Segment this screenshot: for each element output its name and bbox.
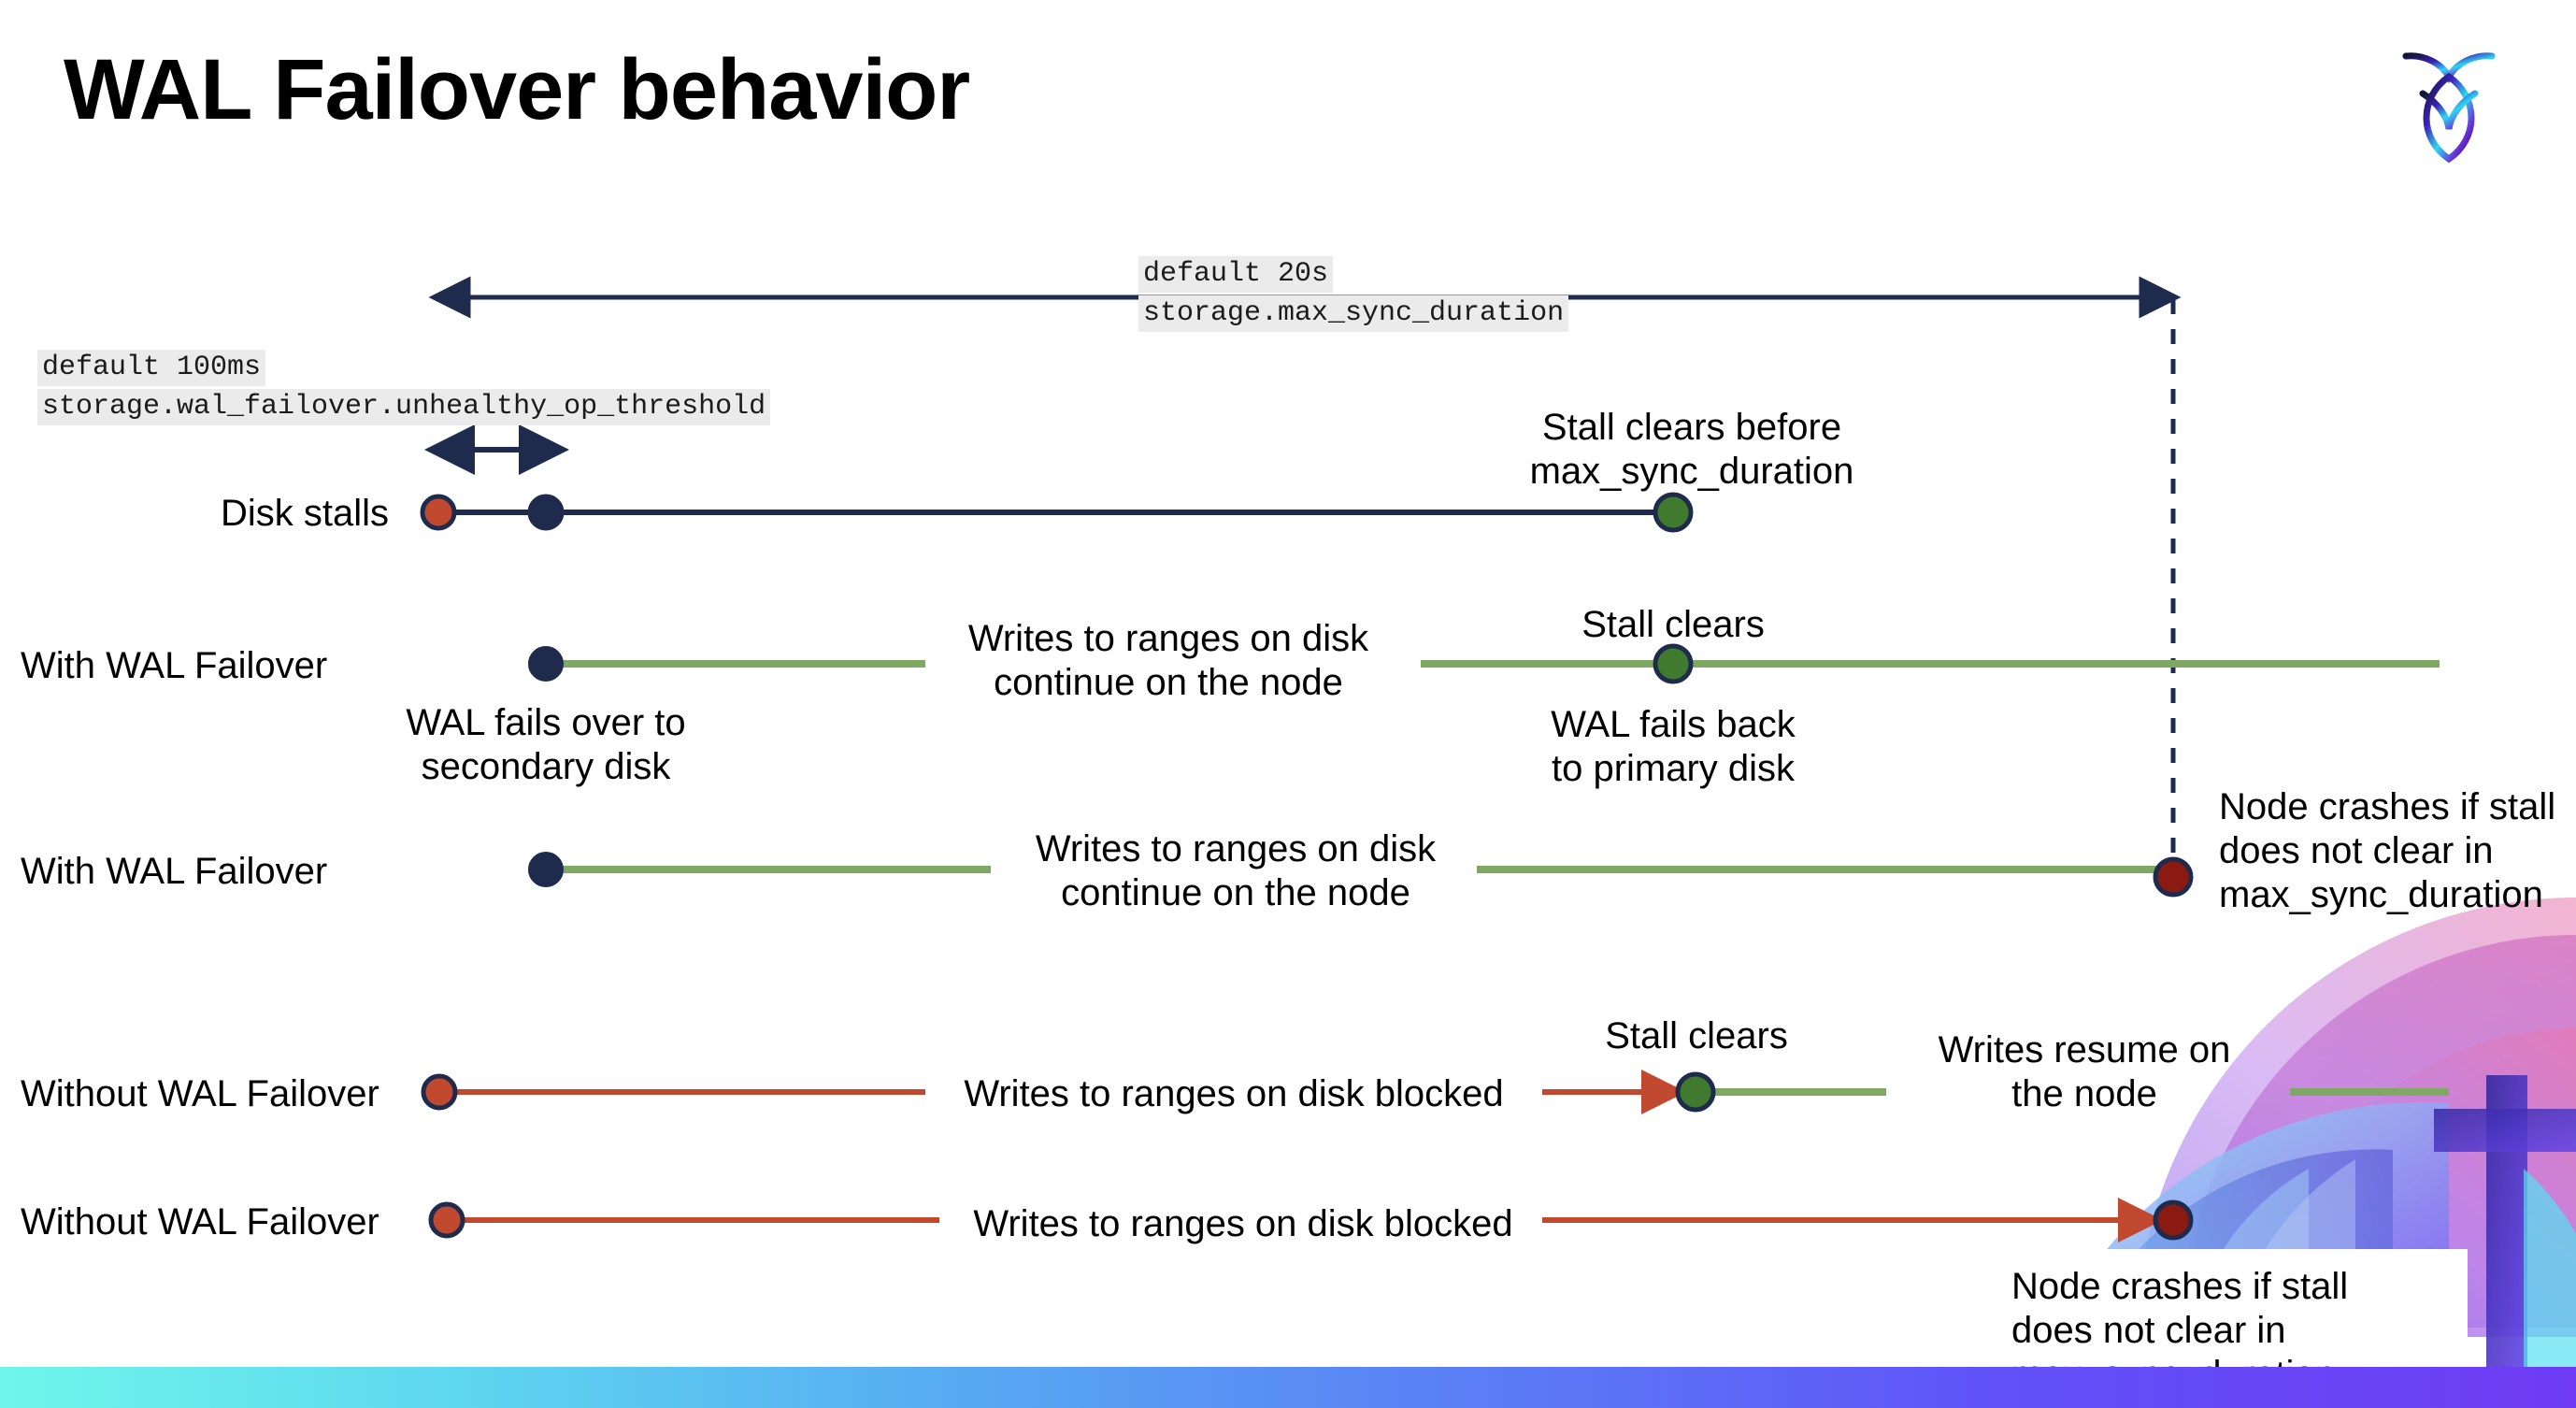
annotation-line: does not clear in	[2011, 1309, 2286, 1351]
stall-clear-marker	[1653, 492, 1694, 533]
annotation-line: to primary disk	[1551, 747, 1796, 789]
wal-failback-marker	[1653, 643, 1694, 684]
annotation-line: WAL fails back	[1551, 704, 1796, 745]
annotation-line: Writes to ranges on disk	[1035, 828, 1437, 869]
annotation-writes-continue-row2: Writes to ranges on disk continue on the…	[935, 617, 1402, 705]
annotation-line: secondary disk	[421, 745, 671, 787]
page-title: WAL Failover behavior	[64, 42, 970, 137]
row-label-without-wal-failover-2: Without WAL Failover	[21, 1201, 379, 1243]
node-crash-marker	[2153, 856, 2194, 898]
row-label-disk-stalls: Disk stalls	[221, 493, 390, 534]
timeline-row-with-wal-failover-recovers	[528, 643, 2440, 684]
wal-failover-start-marker	[528, 852, 564, 887]
node-crash-marker	[2153, 1200, 2194, 1241]
annotation-line: max_sync_duration	[1529, 450, 1854, 492]
annotation-node-crashes-row3: Node crashes if stall does not clear in …	[2219, 785, 2574, 916]
annotation-writes-blocked-row5: Writes to ranges on disk blocked	[973, 1203, 1513, 1244]
annotation-line: the node	[2011, 1072, 2157, 1114]
annotation-line: Node crashes if stall	[2011, 1266, 2349, 1307]
timeline-row-with-wal-failover-crashes	[528, 852, 2194, 898]
annotation-stall-clears-before: Stall clears before max_sync_duration	[1505, 406, 1879, 494]
max-sync-setting-chip: storage.max_sync_duration	[1138, 295, 1569, 332]
unhealthy-op-setting-chip: storage.wal_failover.unhealthy_op_thresh…	[37, 389, 771, 425]
bottom-gradient-bar	[0, 1367, 2576, 1408]
row-label-with-wal-failover-2: With WAL Failover	[21, 851, 328, 892]
annotation-line: Writes to ranges on disk	[967, 618, 1369, 659]
wal-failover-start-marker	[528, 646, 564, 682]
annotation-line: Writes resume on	[1938, 1029, 2231, 1070]
stall-start-marker	[428, 1201, 465, 1239]
row-label-without-wal-failover-1: Without WAL Failover	[21, 1073, 379, 1114]
cockroachdb-logo-icon	[2393, 36, 2505, 166]
stall-start-marker	[421, 1073, 458, 1111]
annotation-line: continue on the node	[994, 661, 1343, 703]
failover-trigger-marker	[527, 494, 565, 531]
timeline-row-without-wal-failover-crashes	[428, 1198, 2194, 1243]
annotation-wal-fails-back: WAL fails back to primary disk	[1514, 703, 1832, 791]
stall-clear-marker	[1675, 1071, 1716, 1113]
row-label-with-wal-failover-1: With WAL Failover	[21, 645, 328, 686]
annotation-line: WAL fails over to	[406, 702, 686, 743]
annotation-line: continue on the node	[1061, 871, 1410, 913]
max-sync-default-chip: default 20s	[1138, 256, 1334, 293]
annotation-writes-resume: Writes resume on the node	[1925, 1028, 2243, 1116]
annotation-stall-clears-row2: Stall clears	[1581, 604, 1765, 645]
annotation-writes-continue-row3: Writes to ranges on disk continue on the…	[993, 827, 1479, 915]
timeline-row-without-wal-failover-recovers	[421, 1070, 2449, 1114]
unhealthy-op-default-chip: default 100ms	[37, 350, 266, 386]
annotation-line: does not clear in	[2219, 829, 2494, 871]
annotation-line: Stall clears before	[1541, 407, 1842, 448]
annotation-line: Node crashes if stall	[2219, 786, 2556, 827]
stall-start-marker	[420, 494, 457, 531]
annotation-writes-blocked-row4: Writes to ranges on disk blocked	[964, 1073, 1504, 1114]
annotation-line: max_sync_duration	[2219, 873, 2543, 915]
annotation-stall-clears-row4: Stall clears	[1605, 1015, 1788, 1056]
timeline-row-disk-stalls	[420, 492, 1694, 533]
annotation-wal-fails-over: WAL fails over to secondary disk	[359, 701, 733, 789]
